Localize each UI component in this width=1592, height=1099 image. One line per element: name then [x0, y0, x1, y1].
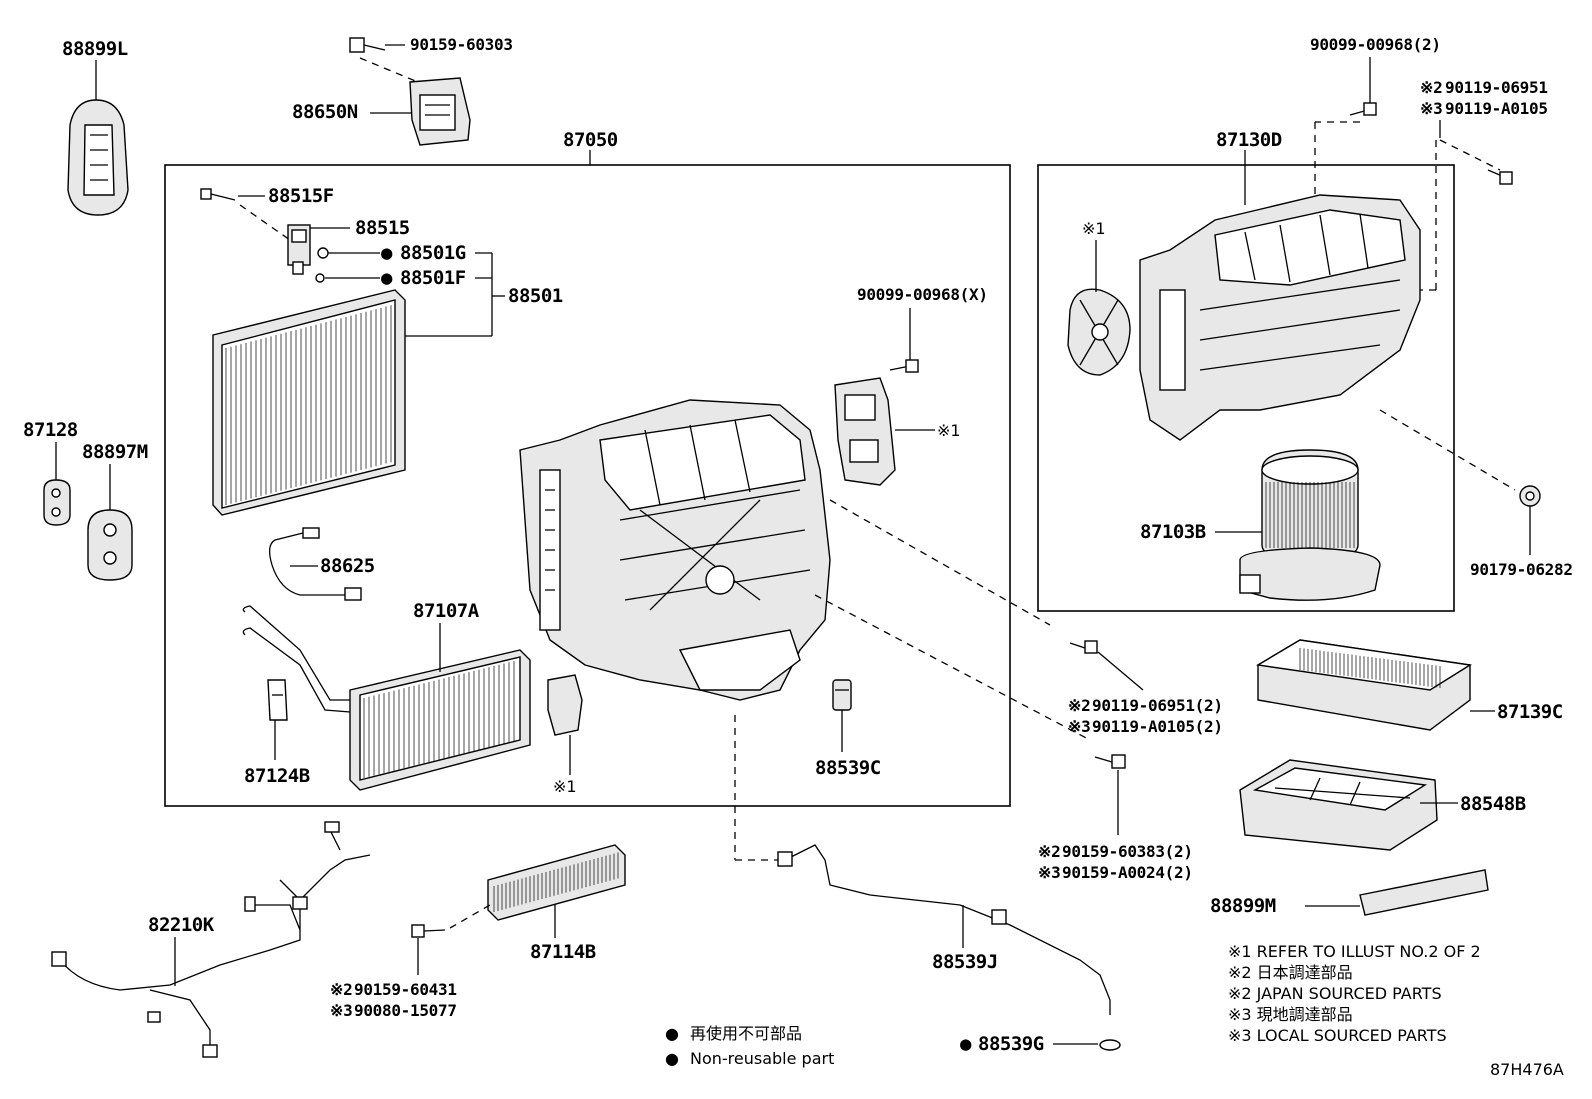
part-label-90099-00968X: 90099-00968(X)	[857, 285, 988, 304]
grommet-87128-illustration	[43, 479, 71, 526]
grille-87114B-illustration	[487, 844, 626, 921]
ref-mark-servo: ※1	[553, 777, 577, 796]
part-label-87114B: 87114B	[530, 941, 596, 963]
main-assembly-frame	[164, 164, 1011, 807]
nut-90179-06282-illustration	[1519, 485, 1541, 507]
part-label-90119-06951: 90119-06951	[1445, 78, 1548, 97]
screw-90159-60383-illustration	[1094, 754, 1126, 769]
sensor-88539C-illustration	[832, 679, 852, 711]
part-label-87130D: 87130D	[1216, 129, 1282, 151]
damper-actuator-illustration	[834, 377, 896, 486]
part-label-88625: 88625	[320, 555, 375, 577]
part-label-88897M: 88897M	[82, 441, 148, 463]
ref-mark-mode-door: ※1	[1082, 219, 1106, 238]
grommet-88897M-illustration	[87, 509, 133, 581]
screw-90119-06951-2-illustration	[1069, 640, 1098, 654]
part-label-88501G: 88501G	[400, 242, 466, 264]
ref-mark-2-90159-60431: ※2	[330, 980, 352, 999]
note-japan-sourced-en: ※2 JAPAN SOURCED PARTS	[1228, 984, 1442, 1003]
blower-case-87130D-illustration	[1139, 194, 1421, 441]
non-reusable-mark-88501G: ●	[381, 242, 393, 264]
part-label-82210K: 82210K	[148, 914, 215, 936]
filter-case-88548B-illustration	[1239, 759, 1438, 851]
expansion-valve-88515-illustration	[287, 224, 311, 275]
screw-90099-00968-2-illustration	[1349, 102, 1377, 116]
part-label-90159-A0024-2: 90159-A0024(2)	[1062, 863, 1193, 882]
note-japan-sourced-jp: ※2 日本調達部品	[1228, 963, 1353, 982]
part-label-88539C: 88539C	[815, 757, 881, 779]
part-label-88501F: 88501F	[400, 267, 466, 289]
blower-assembly-frame	[1037, 164, 1455, 612]
note-local-sourced-en: ※3 LOCAL SOURCED PARTS	[1228, 1026, 1447, 1045]
hvac-case-87050-illustration	[519, 399, 831, 701]
part-label-90119-A0105-2: 90119-A0105(2)	[1092, 717, 1223, 736]
illustration-id: 87H476A	[1490, 1060, 1564, 1079]
ref-mark-3-90119-A0105-2: ※3	[1068, 717, 1090, 736]
thermistor-88625-illustration	[268, 527, 362, 601]
part-label-87124B: 87124B	[244, 765, 310, 787]
servo-motor-illustration	[547, 674, 583, 736]
part-label-87128: 87128	[23, 419, 78, 441]
part-label-88539J: 88539J	[932, 951, 998, 973]
ref-mark-2-90159-60383-2: ※2	[1038, 842, 1060, 861]
part-label-87139C: 87139C	[1497, 701, 1563, 723]
ref-mark-3-90080-15077: ※3	[330, 1001, 352, 1020]
bolt-88515F-illustration	[200, 188, 236, 201]
legend-text-jp: 再使用不可部品	[690, 1024, 802, 1043]
o-ring-88501F-illustration	[315, 273, 325, 283]
clamp-88539G-illustration	[1099, 1039, 1121, 1051]
screw-90119-06951-illustration	[1487, 169, 1513, 185]
o-ring-88501G-illustration	[317, 247, 329, 259]
part-label-88539G: 88539G	[978, 1033, 1044, 1055]
cover-88899M-illustration	[1359, 869, 1489, 916]
heater-core-87107A-illustration	[242, 605, 531, 791]
ref-mark-3-90159-A0024-2: ※3	[1038, 863, 1060, 882]
part-label-88650N: 88650N	[292, 101, 358, 123]
part-label-90179-06282: 90179-06282	[1470, 560, 1573, 579]
air-filter-87139C-illustration	[1255, 639, 1472, 731]
mode-door-illustration	[1067, 288, 1131, 376]
part-label-88501: 88501	[508, 285, 563, 307]
legend-bullet-jp: ●	[665, 1024, 679, 1043]
screw-90159-60431-illustration	[411, 924, 446, 938]
legend-text-en: Non-reusable part	[690, 1049, 834, 1068]
note-local-sourced-jp: ※3 現地調達部品	[1228, 1005, 1353, 1024]
evaporator-88501-illustration	[212, 289, 406, 516]
part-label-90159-60303: 90159-60303	[410, 35, 513, 54]
screw-90159-60303-illustration	[349, 37, 386, 53]
ref-mark-actuator-top: ※1	[937, 421, 961, 440]
non-reusable-mark-88501F: ●	[381, 267, 393, 289]
sensor-88650N-illustration	[409, 77, 471, 146]
part-label-88515: 88515	[355, 217, 410, 239]
part-label-88548B: 88548B	[1460, 793, 1526, 815]
part-label-90119-A0105: 90119-A0105	[1445, 99, 1548, 118]
ref-mark-3-90119-A0105: ※3	[1420, 99, 1442, 118]
wire-harness-82210K-illustration	[51, 821, 371, 1058]
blower-motor-87103B-illustration	[1239, 449, 1381, 601]
part-label-88899L: 88899L	[62, 38, 128, 60]
part-label-90119-06951-2: 90119-06951(2)	[1092, 696, 1223, 715]
ref-mark-2-90119-06951-2: ※2	[1068, 696, 1090, 715]
clamp-87124B-illustration	[267, 679, 288, 721]
part-label-87107A: 87107A	[413, 600, 480, 622]
drain-hose-88539J-illustration	[777, 844, 1111, 1015]
part-label-90099-00968-2: 90099-00968(2)	[1310, 35, 1441, 54]
screw-90099-00968X-illustration	[889, 359, 919, 373]
ref-mark-2-90119-06951: ※2	[1420, 78, 1442, 97]
part-label-88899M: 88899M	[1210, 895, 1276, 917]
cover-88899L-illustration	[67, 99, 129, 216]
part-label-87050: 87050	[563, 129, 618, 151]
note-refer-illust: ※1 REFER TO ILLUST NO.2 OF 2	[1228, 942, 1481, 961]
legend-bullet-en: ●	[665, 1049, 679, 1068]
part-label-87103B: 87103B	[1140, 521, 1206, 543]
part-label-90080-15077: 90080-15077	[354, 1001, 457, 1020]
part-label-90159-60431: 90159-60431	[354, 980, 457, 999]
part-label-88515F: 88515F	[268, 185, 334, 207]
part-label-90159-60383-2: 90159-60383(2)	[1062, 842, 1193, 861]
non-reusable-mark-88539G: ●	[960, 1033, 972, 1055]
